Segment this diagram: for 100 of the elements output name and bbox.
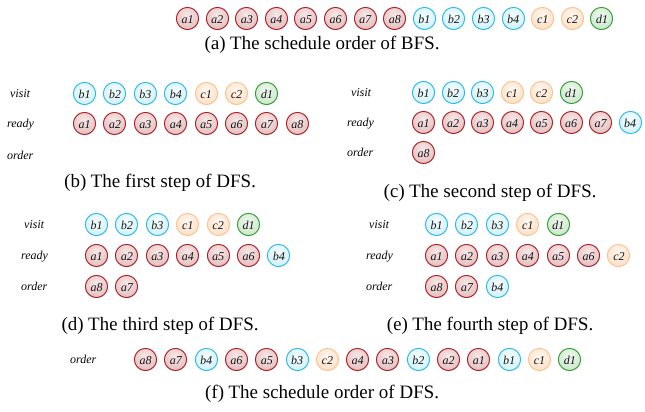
task-circle: b1	[412, 7, 436, 30]
task-circle: a3	[486, 244, 509, 267]
task-circle: b2	[455, 213, 478, 236]
task-circle: a8	[425, 275, 448, 298]
row-label: order	[21, 279, 48, 294]
task-circle: a4	[176, 244, 200, 267]
task-circle: b1	[73, 82, 96, 105]
row-label: order	[7, 148, 34, 163]
task-circle: a5	[294, 7, 318, 30]
row-label: visit	[369, 217, 389, 232]
task-circle: c2	[530, 81, 553, 104]
task-circle: b4	[618, 111, 642, 134]
task-circle: d1	[255, 82, 278, 105]
task-circle: a6	[560, 111, 582, 134]
task-circle: b3	[472, 7, 495, 30]
task-circle: a3	[134, 112, 157, 135]
task-circle: a1	[73, 112, 96, 135]
task-circle: a2	[442, 111, 464, 134]
task-circle: b1	[498, 348, 521, 371]
task-circle: a1	[425, 244, 448, 267]
task-circle: b1	[85, 213, 108, 236]
task-circle: a1	[176, 7, 199, 30]
row-label: order	[366, 279, 392, 294]
task-circle: a2	[437, 348, 460, 371]
task-circle: a7	[115, 275, 138, 298]
task-circle: b4	[194, 348, 218, 371]
task-circle: a6	[237, 244, 260, 267]
row-label: ready	[366, 248, 393, 263]
task-circle: c1	[516, 213, 540, 236]
task-circle: c1	[528, 348, 551, 371]
task-circle: b2	[115, 213, 138, 236]
task-circle: b4	[164, 82, 188, 105]
task-circle: a4	[164, 112, 188, 135]
subfigure-caption: (d) The third step of DFS.	[61, 314, 259, 336]
task-circle: a5	[530, 111, 553, 134]
task-circle: b2	[406, 348, 430, 371]
task-circle: a2	[206, 7, 229, 30]
task-circle: a8	[286, 112, 309, 135]
task-circle: a2	[115, 244, 138, 267]
task-circle: c2	[560, 7, 584, 30]
task-circle: c1	[194, 82, 218, 105]
task-circle: c1	[176, 213, 200, 236]
task-circle: b2	[442, 7, 466, 30]
task-circle: c1	[531, 7, 554, 30]
row-label: visit	[351, 85, 371, 100]
row-label: visit	[24, 217, 44, 232]
task-circle: a5	[255, 348, 278, 371]
subfigure-caption: (f) The schedule order of DFS.	[205, 382, 439, 404]
task-circle: a2	[455, 244, 478, 267]
task-circle: a7	[589, 111, 612, 134]
task-circle: a7	[255, 112, 278, 135]
task-circle: a7	[455, 275, 478, 298]
row-label: order	[70, 352, 96, 367]
task-circle: b3	[471, 81, 494, 104]
task-circle: d1	[590, 7, 614, 30]
task-circle: a5	[546, 244, 570, 267]
task-circle: d1	[546, 213, 570, 236]
task-circle: a8	[383, 7, 406, 30]
task-circle: a3	[235, 7, 258, 30]
task-circle: d1	[560, 81, 582, 104]
task-circle: a7	[354, 7, 377, 30]
subfigure-caption: (a) The schedule order of BFS.	[204, 33, 440, 55]
task-circle: a1	[412, 111, 435, 134]
task-circle: a1	[85, 244, 108, 267]
task-circle: a3	[471, 111, 494, 134]
subfigure-caption: (c) The second step of DFS.	[384, 181, 596, 203]
task-circle: b3	[146, 213, 169, 236]
task-circle: a8	[412, 141, 435, 164]
task-circle: a3	[146, 244, 169, 267]
subfigure-caption: (e) The fourth step of DFS.	[386, 314, 594, 336]
task-circle: b4	[486, 275, 509, 298]
row-label: ready	[21, 248, 48, 263]
task-circle: c2	[316, 348, 339, 371]
task-circle: b1	[412, 81, 435, 104]
task-circle: a7	[164, 348, 188, 371]
row-label: visit	[10, 86, 30, 101]
task-circle: a5	[206, 244, 230, 267]
task-circle: a1	[467, 348, 490, 371]
task-circle: a4	[500, 111, 524, 134]
task-circle: d1	[558, 348, 582, 371]
task-circle: c2	[206, 213, 230, 236]
task-circle: b2	[442, 81, 464, 104]
task-circle: a6	[577, 244, 600, 267]
task-circle: a2	[103, 112, 126, 135]
task-circle: a6	[224, 348, 248, 371]
task-circle: a5	[194, 112, 218, 135]
task-circle: a8	[134, 348, 157, 371]
row-label: order	[347, 145, 374, 160]
task-circle: b2	[103, 82, 126, 105]
task-circle: b4	[502, 7, 525, 30]
task-circle: a4	[516, 244, 540, 267]
task-circle: b3	[286, 348, 308, 371]
task-circle: b1	[425, 213, 448, 236]
task-circle: b3	[134, 82, 157, 105]
task-circle: a6	[225, 112, 248, 135]
task-circle: b3	[486, 213, 509, 236]
row-label: ready	[7, 116, 34, 131]
task-circle: a4	[346, 348, 370, 371]
task-circle: a4	[264, 7, 288, 30]
task-circle: c1	[500, 81, 524, 104]
